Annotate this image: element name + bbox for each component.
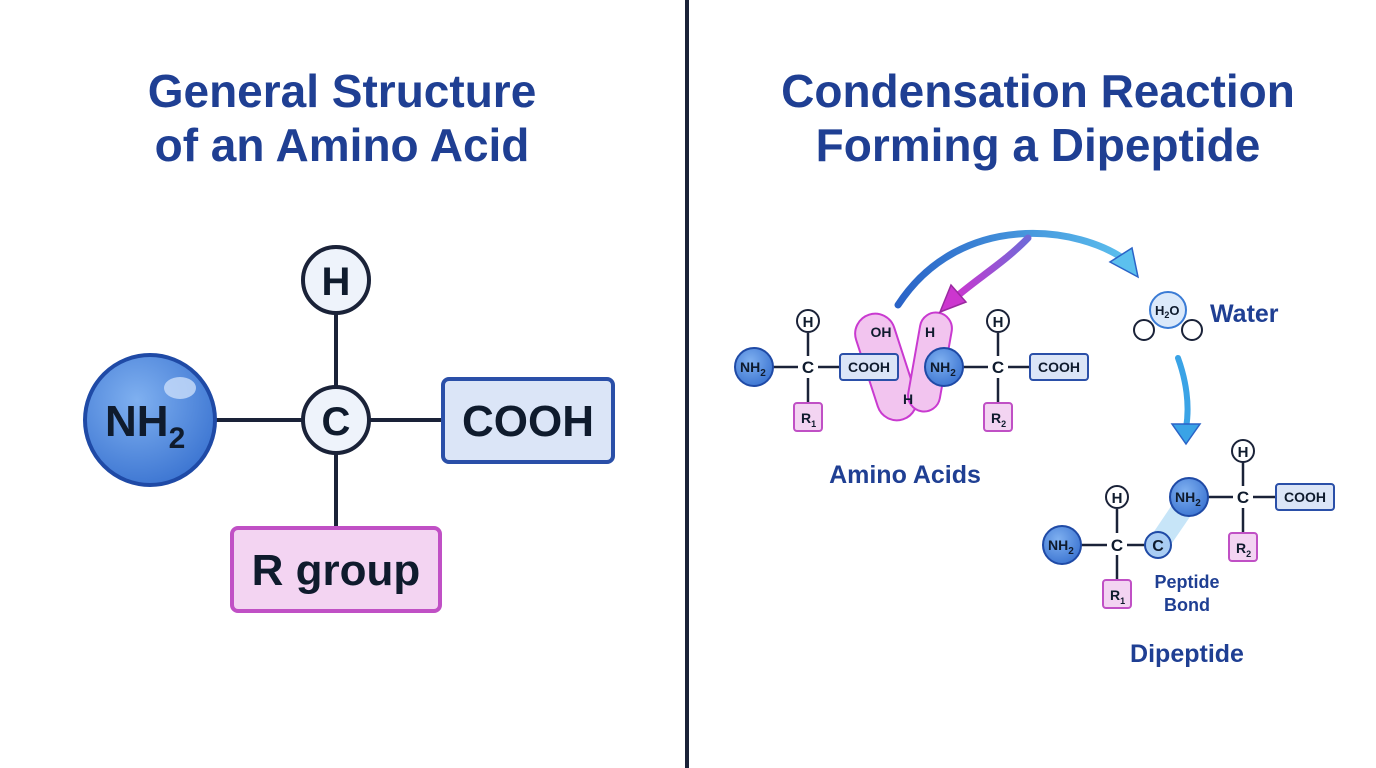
carboxyl-group: COOH	[441, 377, 615, 464]
aa1-amino-group: NH2	[740, 359, 766, 379]
product-arrow	[1175, 355, 1191, 431]
removed-oh-label: OH	[871, 324, 892, 340]
dp-carbon-2: C	[1237, 488, 1249, 507]
aa1-r-group: R1	[801, 410, 816, 429]
amino-group: NH2	[83, 353, 217, 487]
right-title-line1: Condensation Reaction	[781, 65, 1295, 117]
carbon-label: C	[322, 400, 351, 444]
dp-amino-group-2: NH2	[1175, 489, 1201, 509]
dp-carbonyl-carbon: C	[1152, 538, 1164, 555]
dp-hydrogen-1: H	[1112, 490, 1123, 507]
dp-hydrogen-2: H	[1238, 444, 1249, 461]
dp-amino-group-1: NH2	[1048, 537, 1074, 557]
amino-group-label: NH2	[105, 397, 185, 455]
hydrogen-label: H	[322, 260, 351, 304]
reaction-arrows	[894, 229, 1202, 446]
aa2-hydrogen: H	[993, 314, 1004, 331]
right-title-line2: Forming a Dipeptide	[815, 119, 1261, 171]
carboxyl-label: COOH	[462, 397, 594, 446]
aa2-amino-group: NH2	[930, 359, 956, 379]
removed-h-label-bottom: H	[903, 391, 913, 407]
aa2-carbon: C	[992, 358, 1004, 377]
water-release-arrow	[894, 229, 1132, 309]
aa1-carboxyl: COOH	[848, 359, 890, 375]
amino-acids-label: Amino Acids	[829, 461, 981, 489]
left-panel-title: General Structure of an Amino Acid	[40, 64, 644, 172]
peptide-bond-label-line2: Bond	[1164, 595, 1210, 615]
bond-formation-arrowhead	[938, 283, 968, 314]
water-release-arrowhead	[1108, 246, 1140, 279]
aa2-r-group: R2	[991, 410, 1006, 429]
dipeptide: H C NH2 C R1 NH2 H C COOH R2	[1042, 439, 1335, 609]
water-molecule: H2O	[1133, 291, 1203, 341]
alpha-carbon: C	[301, 385, 371, 455]
water-formula: H2O	[1155, 303, 1180, 320]
left-title-line2: of an Amino Acid	[154, 119, 530, 171]
amino-acid-1: H C NH2 COOH R1	[734, 309, 899, 432]
product-arrowhead	[1170, 423, 1202, 446]
dp-r-group-2: R2	[1236, 540, 1251, 559]
removed-h-label-top: H	[925, 324, 935, 340]
bond-formation-arrow	[951, 234, 1032, 302]
r-group-label: R group	[252, 546, 421, 595]
dp-r-group-1: R1	[1110, 587, 1125, 606]
r-group: R group	[230, 526, 442, 613]
peptide-bond-label-line1: Peptide	[1154, 572, 1219, 592]
left-title-line1: General Structure	[147, 65, 537, 117]
right-panel-title: Condensation Reaction Forming a Dipeptid…	[700, 64, 1376, 172]
water-label: Water	[1210, 300, 1279, 328]
amino-acid-2: H C NH2 COOH R2	[924, 309, 1089, 432]
dp-carboxyl: COOH	[1284, 489, 1326, 505]
general-amino-acid: H C NH2 COOH R group	[83, 245, 615, 613]
dp-carbon-1: C	[1111, 536, 1123, 555]
aa2-carboxyl: COOH	[1038, 359, 1080, 375]
dipeptide-label: Dipeptide	[1130, 640, 1244, 668]
aa1-carbon: C	[802, 358, 814, 377]
panel-divider	[685, 0, 689, 768]
hydrogen-atom: H	[301, 245, 371, 315]
aa1-hydrogen: H	[803, 314, 814, 331]
